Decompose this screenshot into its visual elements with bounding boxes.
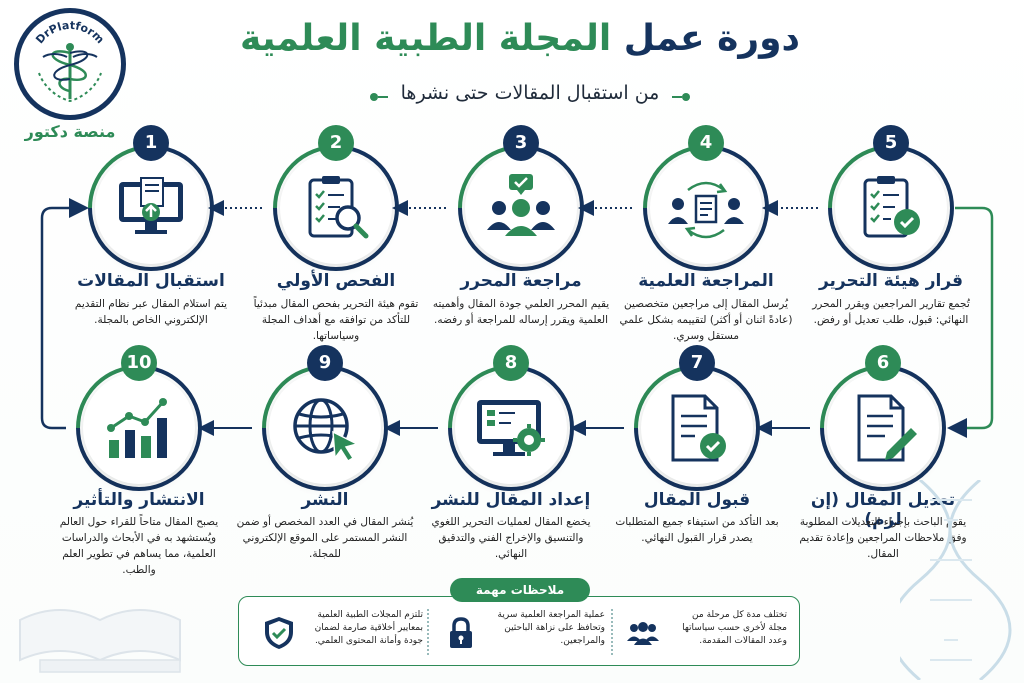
step-6-node: 6 — [818, 345, 948, 493]
note-text: تلتزم المجلات الطبية العلمية بمعايير أخل… — [314, 610, 423, 646]
logo: DrPlatform — [14, 8, 126, 120]
shield-check-icon — [265, 617, 293, 649]
note-ethics: تلتزم المجلات الطبية العلمية بمعايير أخل… — [253, 609, 423, 659]
step-number-badge: 5 — [873, 125, 909, 161]
step-9-node: 9 — [260, 345, 390, 493]
step-7-node: 7 — [632, 345, 762, 493]
step-10-description: يصبح المقال متاحاً للقراء حول العالم ويُ… — [59, 516, 219, 576]
step-6-title: تعديل المقال (إن لزم) — [810, 490, 956, 530]
note-text: عملية المراجعة العلمية سرية وتحافظ على ن… — [497, 610, 605, 646]
title-part-navy: دورة عمل — [623, 18, 800, 59]
document-edit-icon — [857, 394, 917, 462]
books-decoration-icon — [19, 609, 181, 673]
step-number-badge: 10 — [121, 345, 157, 381]
subtitle-line-right — [672, 96, 682, 98]
step-9-title: النشر — [301, 490, 349, 510]
note-duration: تختلف مدة كل مرحلة من مجلة لأخرى حسب سيا… — [617, 609, 787, 659]
loop-10-to-1 — [40, 198, 89, 430]
step-10-node: 10 — [74, 345, 204, 493]
step-3-node: 3 — [456, 125, 586, 273]
step-2-description: تقوم هيئة التحرير بفحص المقال مبدئياً لل… — [253, 298, 419, 342]
title-part-green: المجلة الطبية العلمية — [240, 18, 612, 59]
step-number-badge: 1 — [133, 125, 169, 161]
lock-icon — [450, 617, 472, 648]
editor-team-icon — [487, 174, 555, 236]
step-3-description: يقيم المحرر العلمي جودة المقال وأهميته ا… — [432, 298, 610, 326]
step-number-badge: 3 — [503, 125, 539, 161]
step-5-node: 5 — [826, 125, 956, 273]
step-number-badge: 7 — [679, 345, 715, 381]
step-1-title: استقبال المقالات — [77, 271, 225, 291]
notes-box: تختلف مدة كل مرحلة من مجلة لأخرى حسب سيا… — [238, 596, 800, 666]
monitor-upload-icon — [119, 177, 183, 234]
note-text: تختلف مدة كل مرحلة من مجلة لأخرى حسب سيا… — [682, 610, 787, 646]
people-icon — [627, 622, 659, 645]
logo-label: منصة دكتور — [24, 122, 116, 141]
step-8-description: يخضع المقال لعمليات التحرير اللغوي والتن… — [431, 516, 591, 560]
step-9-description: يُنشر المقال في العدد المخصص أو ضمن النش… — [236, 516, 414, 560]
step-2-node: 2 — [271, 125, 401, 273]
notes-heading: ملاحظات مهمة — [450, 578, 590, 602]
note-separator — [427, 609, 429, 655]
clipboard-approve-icon — [863, 176, 920, 238]
step-4-node: 4 — [641, 125, 771, 273]
step-5-description: تُجمع تقارير المراجعين ويقرر المحرر النه… — [812, 298, 970, 326]
step-7-title: قبول المقال — [643, 490, 751, 510]
step-number-badge: 2 — [318, 125, 354, 161]
subtitle-line-left — [378, 96, 388, 98]
step-10-title: الانتشار والتأثير — [73, 490, 205, 510]
step-number-badge: 9 — [307, 345, 343, 381]
step-1-node: 1 — [86, 125, 216, 273]
document-approved-icon — [671, 394, 726, 462]
peer-review-exchange-icon — [668, 181, 744, 239]
subtitle-dot-right — [682, 93, 690, 101]
step-number-badge: 6 — [865, 345, 901, 381]
loop-5-to-6 — [947, 206, 994, 438]
page-title: دورة عمل المجلة الطبية العلمية — [240, 18, 800, 59]
note-confidentiality: عملية المراجعة العلمية سرية وتحافظ على ن… — [435, 609, 605, 659]
clipboard-search-icon — [308, 176, 369, 239]
dna-decoration-icon — [900, 480, 1012, 680]
step-3-title: مراجعة المحرر — [460, 271, 582, 291]
step-7-description: بعد التأكد من استيفاء جميع المتطلبات يصد… — [615, 516, 779, 544]
step-number-badge: 8 — [493, 345, 529, 381]
globe-cursor-icon — [293, 398, 360, 463]
subtitle-dot-left — [370, 93, 378, 101]
step-1-description: يتم استلام المقال عبر نظام التقديم الإلك… — [74, 298, 228, 326]
step-8-title: إعداد المقال للنشر — [431, 490, 591, 510]
page-subtitle: من استقبال المقالات حتى نشرها — [400, 82, 660, 104]
step-8-node: 8 — [446, 345, 576, 493]
step-6-description: يقوم الباحث بإجراء التعديلات المطلوبة وف… — [799, 516, 967, 560]
step-4-title: المراجعة العلمية — [638, 271, 774, 291]
caduceus-logo-icon: DrPlatform — [33, 19, 107, 103]
step-5-title: قرار هيئة التحرير — [818, 271, 964, 291]
step-4-description: يُرسل المقال إلى مراجعين متخصصين (عادةً … — [619, 298, 793, 342]
step-number-badge: 4 — [688, 125, 724, 161]
monitor-settings-icon — [477, 400, 545, 456]
growth-chart-icon — [107, 398, 167, 458]
step-2-title: الفحص الأولي — [276, 271, 396, 291]
note-separator — [611, 609, 613, 655]
